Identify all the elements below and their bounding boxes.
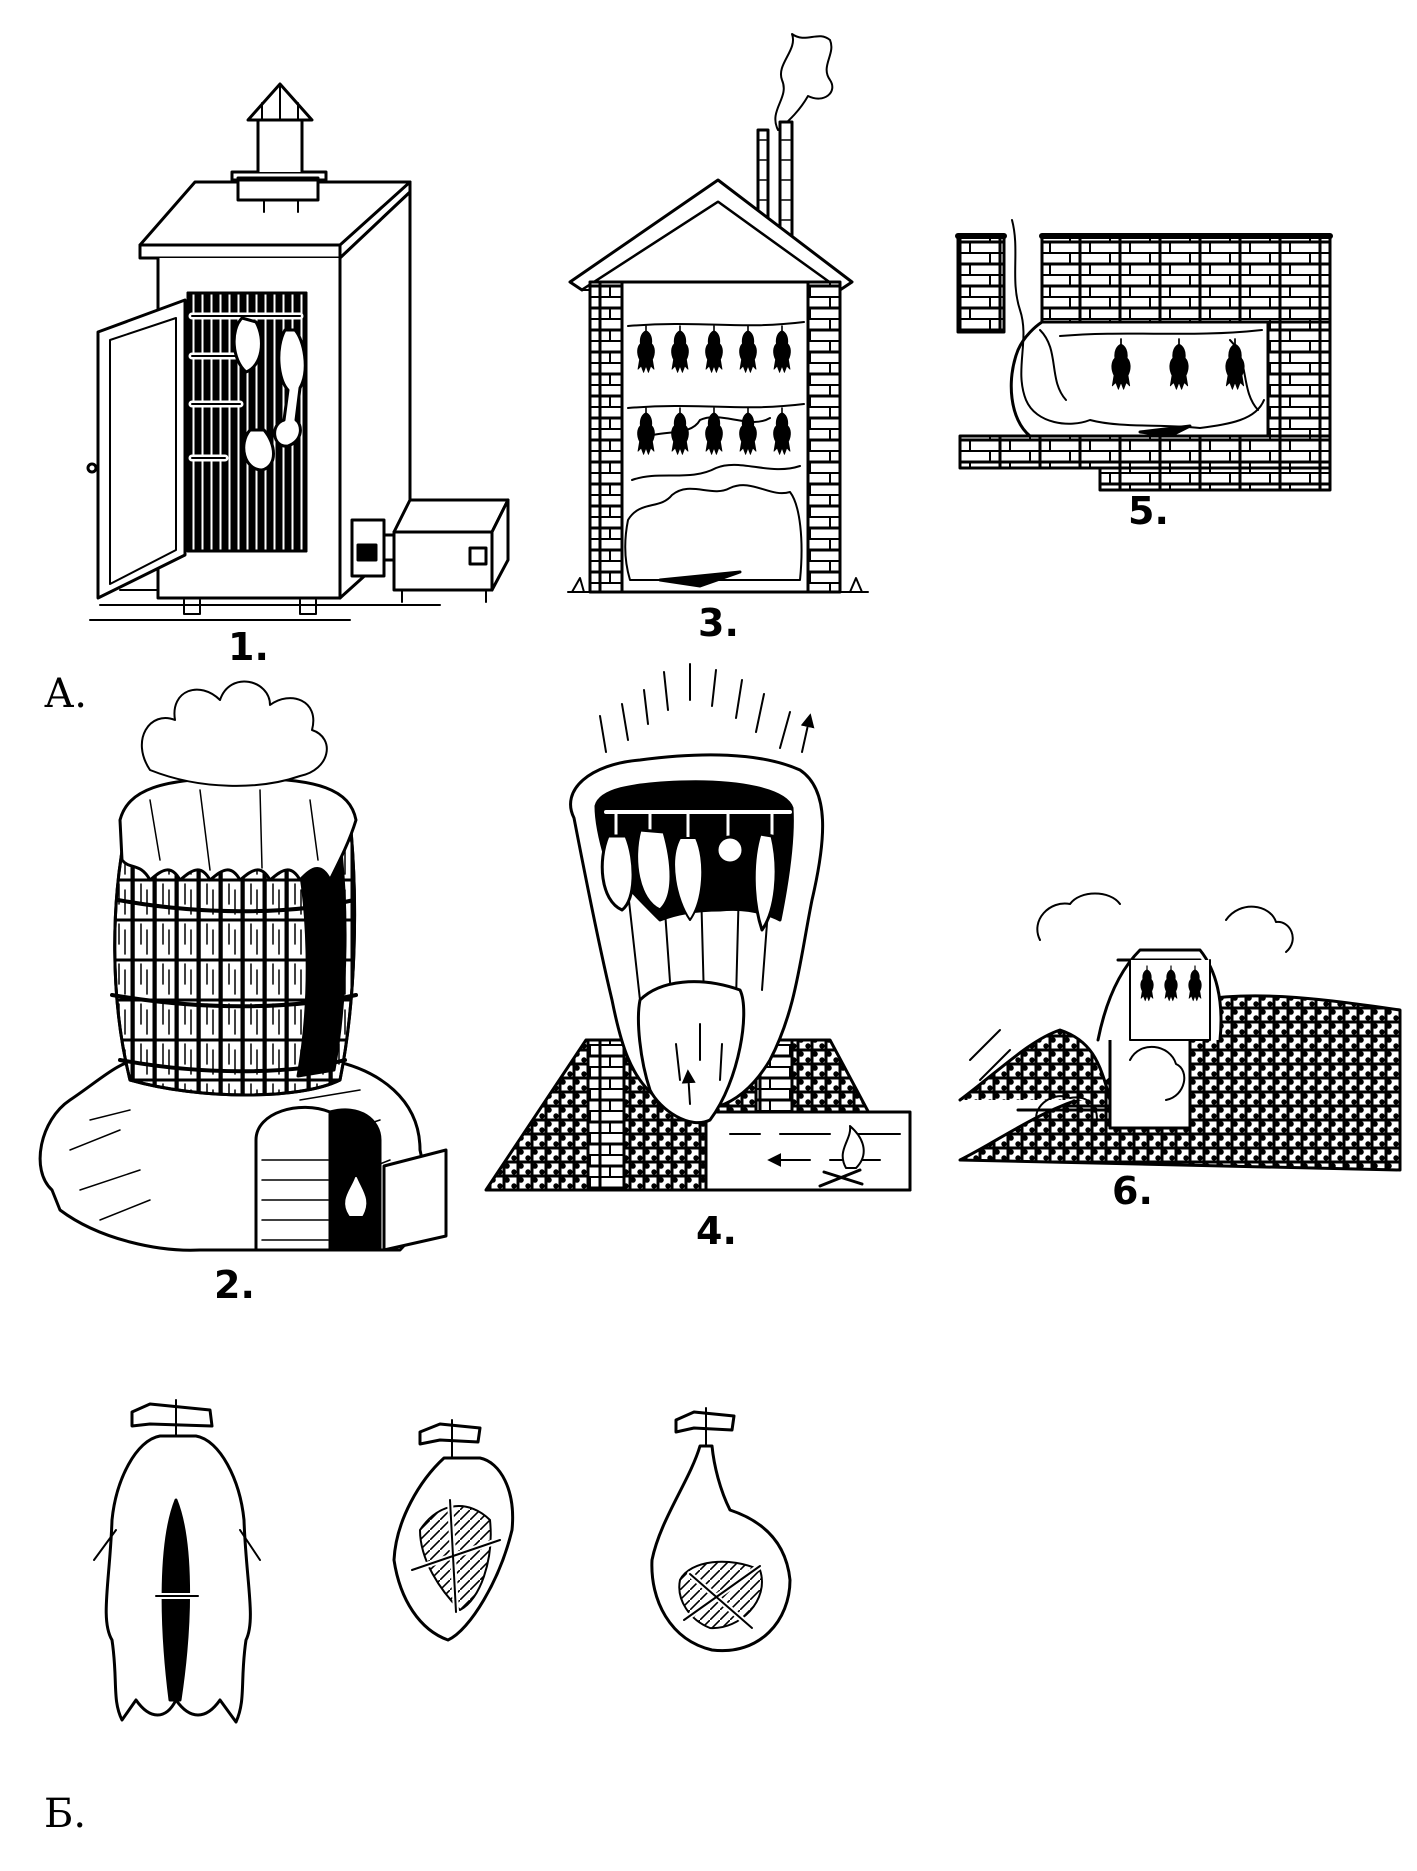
ham-with-spreaders	[650, 1407, 792, 1653]
figure-number-6: 6.	[1112, 1169, 1153, 1213]
split-meat-cut	[392, 1419, 515, 1642]
split-poultry-carcass	[93, 1399, 261, 1724]
section-label-b: Б.	[44, 1791, 87, 1837]
figure-number-5: 5.	[1128, 489, 1169, 533]
pit-smokehouse	[484, 663, 912, 1192]
barrel-smokehouse	[38, 680, 448, 1252]
hillside-smoker	[958, 892, 1402, 1172]
brick-smokehouse	[567, 33, 869, 594]
figure-number-3: 3.	[698, 601, 739, 645]
figure-number-1: 1.	[228, 625, 269, 669]
section-label-a: А.	[44, 671, 88, 717]
figure-number-2: 2.	[214, 1263, 255, 1307]
cabinet-smokehouse	[86, 82, 510, 621]
brick-wall-smoker	[955, 219, 1333, 492]
figure-number-4: 4.	[696, 1209, 737, 1253]
